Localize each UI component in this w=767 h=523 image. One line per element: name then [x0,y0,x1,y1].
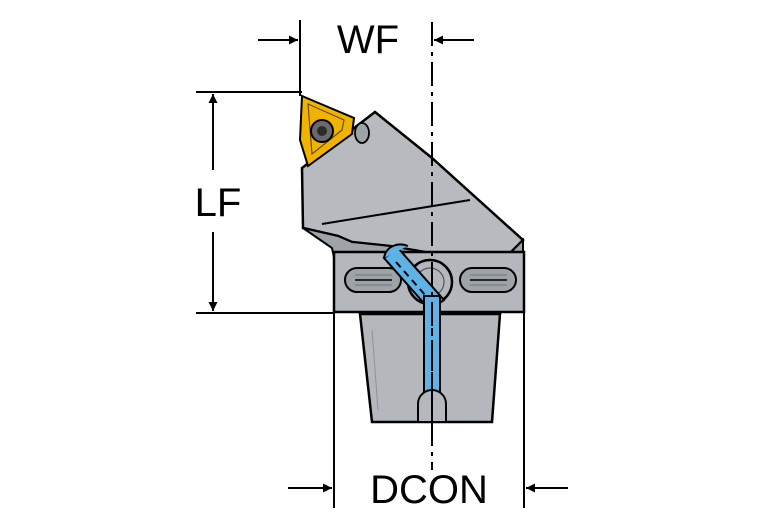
dimension-lines [196,20,568,508]
dcon-label: DCON [370,468,488,512]
lf-label: LF [195,181,242,225]
left-slot [344,267,402,293]
shank-shade-line [371,329,379,411]
clamp-crease [321,199,471,225]
torx-screw-icon [310,119,334,143]
screw-cavity [354,122,370,144]
wf-label: WF [337,18,399,62]
tool-body [300,110,526,424]
right-slot [459,267,517,293]
